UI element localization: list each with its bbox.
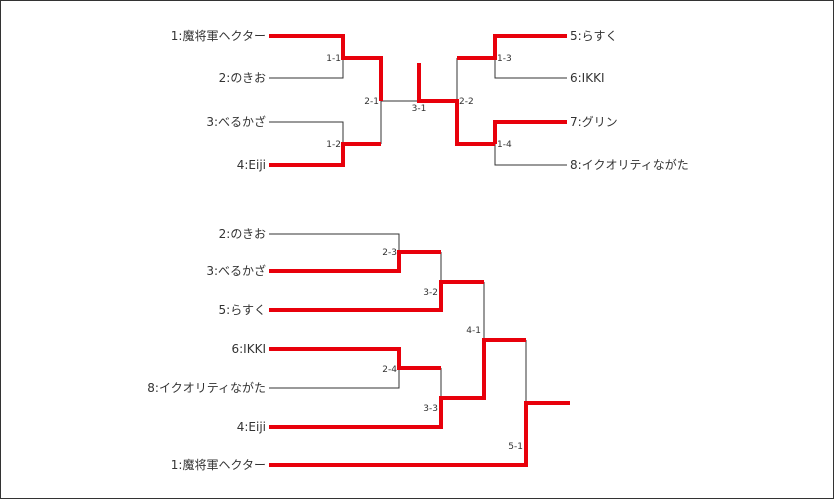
win-path-rask-1-3: [457, 34, 567, 60]
winners-bracket: [269, 34, 567, 167]
win-path-hector-5-1: [269, 401, 570, 467]
win-path-3-1-winner: [417, 63, 495, 146]
line-nagata-to-2-4: [269, 368, 400, 389]
win-path-rask-3-2: [269, 280, 484, 312]
win-path-ikki-2-4: [269, 347, 441, 370]
match-label-3-2: 3-2: [423, 288, 438, 298]
winners-red-paths: [269, 34, 567, 167]
match-label-4-1: 4-1: [466, 326, 481, 336]
entrant-label-left-4: 4:Eiji: [237, 158, 266, 172]
loser-entry-label-4: 6:IKKI: [232, 342, 267, 356]
loser-entry-label-2: 3:べるかざ: [206, 263, 266, 278]
match-label-2-3: 2-3: [382, 248, 397, 258]
match-label-2-1: 2-1: [364, 97, 379, 107]
loser-entry-label-7: 1:魔将軍ヘクター: [171, 457, 266, 472]
line-beru-to-1-2: [269, 121, 344, 144]
match-label-1-4: 1-4: [497, 140, 512, 150]
line-2-2-to-3-1: [419, 58, 458, 102]
match-label-3-1: 3-1: [412, 104, 427, 114]
win-path-beru-2-3: [269, 250, 441, 273]
entrant-label-right-7: 7:グリン: [570, 115, 618, 129]
entrant-label-left-1: 1:魔将軍ヘクター: [171, 28, 266, 43]
match-label-2-2: 2-2: [459, 97, 474, 107]
line-ikki-to-1-3: [494, 58, 567, 79]
match-label-1-3: 1-3: [497, 54, 512, 64]
entrant-label-left-2: 2:のきお: [219, 71, 266, 85]
line-noki-to-2-3: [269, 233, 400, 252]
losers-red-paths: [269, 250, 570, 467]
win-path-grin-1-4: [493, 120, 567, 144]
losers-bracket: [269, 233, 570, 467]
loser-entry-label-1: 2:のきお: [219, 227, 266, 241]
win-path-eiji-1-2: [269, 142, 381, 167]
match-label-5-1: 5-1: [508, 442, 523, 452]
match-label-1-1: 1-1: [326, 54, 341, 64]
line-nagata-to-1-4: [494, 144, 567, 166]
match-label-1-2: 1-2: [326, 140, 341, 150]
entrant-label-right-6: 6:IKKI: [570, 71, 605, 85]
match-label-2-4: 2-4: [382, 365, 397, 375]
entrant-label-left-3: 3:べるかざ: [206, 114, 266, 129]
win-path-hector-1-1: [269, 34, 383, 101]
entrant-label-right-5: 5:らすく: [570, 29, 617, 43]
loser-entry-label-6: 4:Eiji: [237, 420, 266, 434]
entrant-label-right-8: 8:イクオリティながた: [570, 157, 689, 172]
loser-entry-label-3: 5:らすく: [219, 303, 266, 317]
match-label-3-3: 3-3: [423, 404, 438, 414]
line-noki-to-1-1: [269, 58, 344, 79]
win-path-eiji-3-3-4-1: [269, 338, 526, 429]
loser-entry-label-5: 8:イクオリティながた: [147, 380, 266, 395]
